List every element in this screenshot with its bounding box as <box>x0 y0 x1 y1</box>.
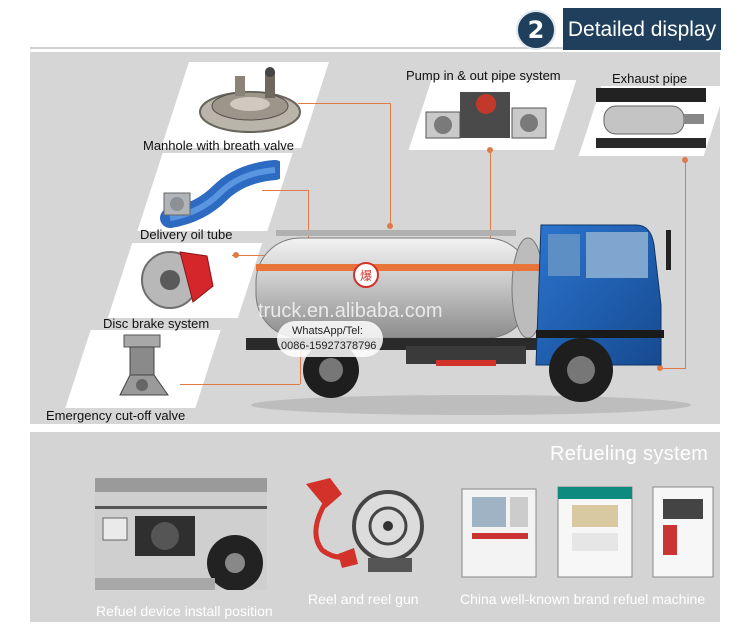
oil-tube-label: Delivery oil tube <box>140 227 233 242</box>
section-number-badge: 2 <box>516 10 556 50</box>
phone-number: 0086-15927378796 <box>281 340 377 352</box>
leader-line <box>180 384 300 385</box>
oil-tube-image <box>160 160 280 228</box>
refuel-machine-image <box>461 486 714 578</box>
refuel-item-label: Refuel device install position <box>96 603 273 619</box>
page-title: Detailed display <box>567 18 717 41</box>
refueling-title: Refueling system <box>550 443 709 465</box>
leader-line <box>390 103 391 226</box>
leader-line <box>298 103 390 104</box>
tanker-truck-image: 爆 <box>246 224 691 415</box>
manhole-label: Manhole with breath valve <box>143 138 295 153</box>
disc-brake-label: Disc brake system <box>103 316 210 331</box>
svg-text:爆: 爆 <box>360 269 372 283</box>
whatsapp-label: WhatsApp/Tel: <box>292 325 363 337</box>
leader-dot <box>387 223 393 229</box>
leader-line <box>660 368 686 369</box>
pump-image <box>425 92 547 139</box>
section-title-box: Detailed display <box>563 8 721 50</box>
leader-dot <box>657 365 663 371</box>
disc-brake-image <box>141 251 214 309</box>
contact-watermark: WhatsApp/Tel: 0086-15927378796 <box>277 321 383 357</box>
reel-gun-image <box>306 478 424 572</box>
leader-line <box>685 160 686 368</box>
header-divider <box>30 47 720 49</box>
refuel-item-label: Reel and reel gun <box>308 591 419 607</box>
cutoff-valve-label: Emergency cut-off valve <box>46 408 186 423</box>
leader-line <box>262 190 309 191</box>
cutoff-valve-image <box>119 334 169 396</box>
leader-dot <box>487 147 493 153</box>
leader-line <box>232 255 272 256</box>
leader-dot <box>682 157 688 163</box>
pump-label: Pump in & out pipe system <box>406 68 561 83</box>
manhole-image <box>199 67 301 133</box>
exhaust-label: Exhaust pipe <box>612 71 688 86</box>
refuel-item-label: China well-known brand refuel machine <box>460 591 706 607</box>
section-number: 2 <box>527 16 545 44</box>
watermark-site: truck.en.alibaba.com <box>258 300 443 322</box>
refuel-install-image <box>95 478 267 590</box>
leader-dot <box>233 252 239 258</box>
exhaust-image <box>596 88 706 148</box>
